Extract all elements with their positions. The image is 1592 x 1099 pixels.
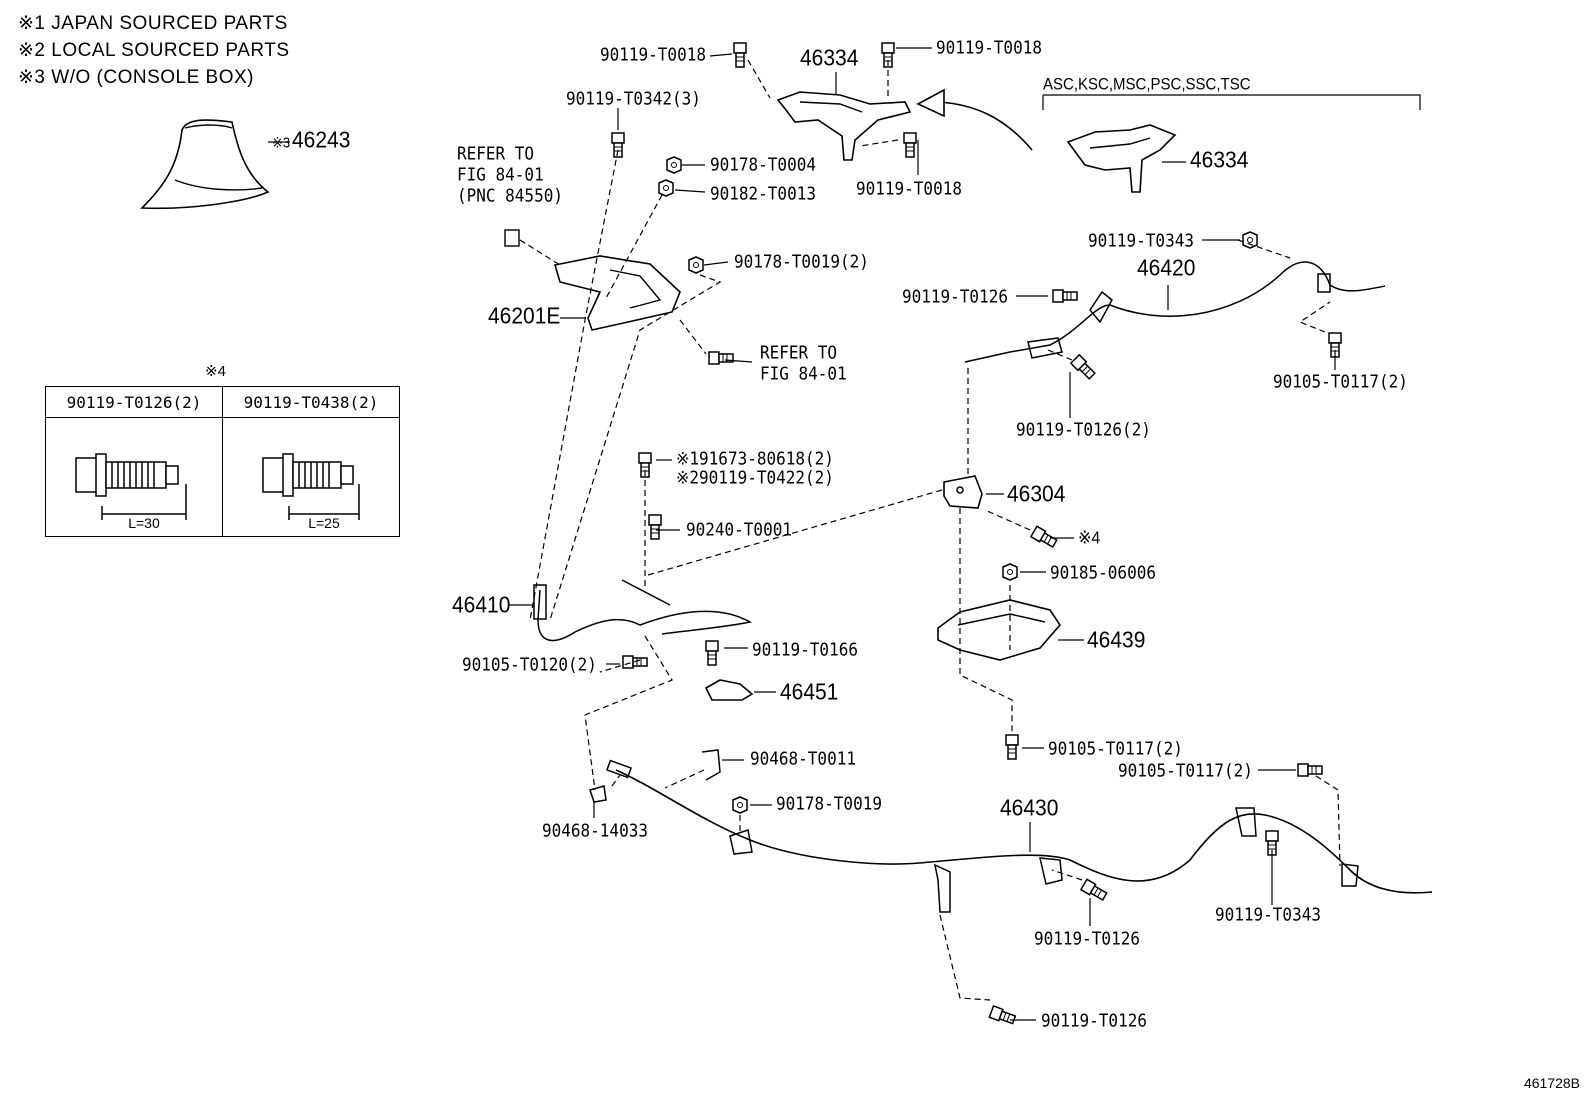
cable-46420 bbox=[964, 261, 1386, 363]
cover-46439 bbox=[937, 599, 1062, 661]
label-90185-06006: 90185-06006 bbox=[1050, 562, 1156, 583]
label-90119-T0018-c: 90119-T0018 bbox=[856, 178, 962, 199]
table-header-col1: 90119-T0126(2) bbox=[45, 386, 223, 418]
label-46420: 46420 bbox=[1137, 255, 1196, 282]
bolt-spec-table: 90119-T0126(2) 90119-T0438(2) L=30 bbox=[45, 386, 400, 537]
label-46201E: 46201E bbox=[488, 303, 561, 330]
bracket-46334-upper bbox=[776, 91, 912, 161]
note-local-sourced: ※2 LOCAL SOURCED PARTS bbox=[18, 40, 290, 61]
label-90119-T0342: 90119-T0342(3) bbox=[566, 88, 701, 109]
boot-46243 bbox=[140, 119, 270, 210]
label-46430: 46430 bbox=[1000, 795, 1059, 822]
mark-4: ※4 bbox=[1078, 529, 1101, 548]
arrow-variant bbox=[937, 101, 1033, 151]
table-header-col2: 90119-T0438(2) bbox=[222, 386, 400, 418]
label-191673-80618: ※191673-80618(2) bbox=[676, 448, 834, 469]
label-90119-T0126-d: 90119-T0126 bbox=[1041, 1010, 1147, 1031]
label-46334-a: 46334 bbox=[800, 45, 859, 72]
variant-header: ASC,KSC,MSC,PSC,SSC,TSC bbox=[1043, 75, 1251, 94]
legend-notes: ※1 JAPAN SOURCED PARTS ※2 LOCAL SOURCED … bbox=[18, 10, 290, 91]
clamp-46451 bbox=[704, 679, 754, 701]
bolt-short-icon: L=25 bbox=[262, 453, 360, 531]
label-90105-T0117-a: 90105-T0117(2) bbox=[1273, 371, 1408, 392]
note-without-console: ※3 W/O (CONSOLE BOX) bbox=[18, 67, 255, 88]
note-japan-sourced: ※1 JAPAN SOURCED PARTS bbox=[18, 13, 288, 34]
label-90178-T0019: 90178-T0019 bbox=[776, 793, 882, 814]
cable-46430 bbox=[615, 769, 1433, 894]
label-90105-T0117-c: 90105-T0117(2) bbox=[1118, 760, 1253, 781]
label-90119-T0018-a: 90119-T0018 bbox=[600, 44, 706, 65]
label-90119-T0126-a: 90119-T0126 bbox=[902, 286, 1008, 307]
label-90119-T0018-b: 90119-T0018 bbox=[936, 37, 1042, 58]
label-90119-T0343-a: 90119-T0343 bbox=[1088, 230, 1194, 251]
refer-fig-84-01: REFER TO FIG 84-01 bbox=[760, 342, 847, 384]
label-90105-T0117-b: 90105-T0117(2) bbox=[1048, 738, 1183, 759]
label-90178-T0019-2: 90178-T0019(2) bbox=[734, 251, 869, 272]
refer-fig-84-01-pnc: REFER TO FIG 84-01 (PNC 84550) bbox=[457, 143, 563, 206]
lever-46201E bbox=[553, 255, 681, 331]
label-90119-T0126-b: 90119-T0126(2) bbox=[1016, 419, 1151, 440]
label-46334-b: 46334 bbox=[1190, 147, 1249, 174]
label-290119-T0422: ※290119-T0422(2) bbox=[676, 467, 834, 488]
label-90468-14033: 90468-14033 bbox=[542, 820, 648, 841]
label-90119-T0166: 90119-T0166 bbox=[752, 639, 858, 660]
label-46439: 46439 bbox=[1087, 627, 1146, 654]
bolt-long-icon: L=30 bbox=[75, 453, 187, 531]
label-90105-T0120: 90105-T0120(2) bbox=[462, 654, 597, 675]
bracket-46334-variant bbox=[1066, 124, 1177, 193]
table-marker: ※4 bbox=[205, 363, 226, 380]
label-46410: 46410 bbox=[452, 592, 511, 619]
label-90178-T0004: 90178-T0004 bbox=[710, 154, 816, 175]
figure-id: 461728B bbox=[1523, 1075, 1580, 1091]
cable-46410 bbox=[537, 589, 753, 642]
dim-l25: L=25 bbox=[308, 515, 340, 530]
label-46304: 46304 bbox=[1007, 481, 1066, 508]
mark-3: ※3 bbox=[272, 134, 291, 151]
label-90182-T0013: 90182-T0013 bbox=[710, 183, 816, 204]
label-46243: 46243 bbox=[292, 127, 351, 154]
label-90240-T0001: 90240-T0001 bbox=[686, 519, 792, 540]
label-90119-T0343-b: 90119-T0343 bbox=[1215, 904, 1321, 925]
label-90119-T0126-c: 90119-T0126 bbox=[1034, 928, 1140, 949]
equalizer-46304 bbox=[943, 475, 983, 509]
label-46451: 46451 bbox=[780, 679, 839, 706]
dim-l30: L=30 bbox=[128, 515, 160, 530]
label-90468-T0011: 90468-T0011 bbox=[750, 748, 856, 769]
bolt-short-cell: L=25 bbox=[222, 417, 400, 537]
bolt-long-cell: L=30 bbox=[45, 417, 223, 537]
